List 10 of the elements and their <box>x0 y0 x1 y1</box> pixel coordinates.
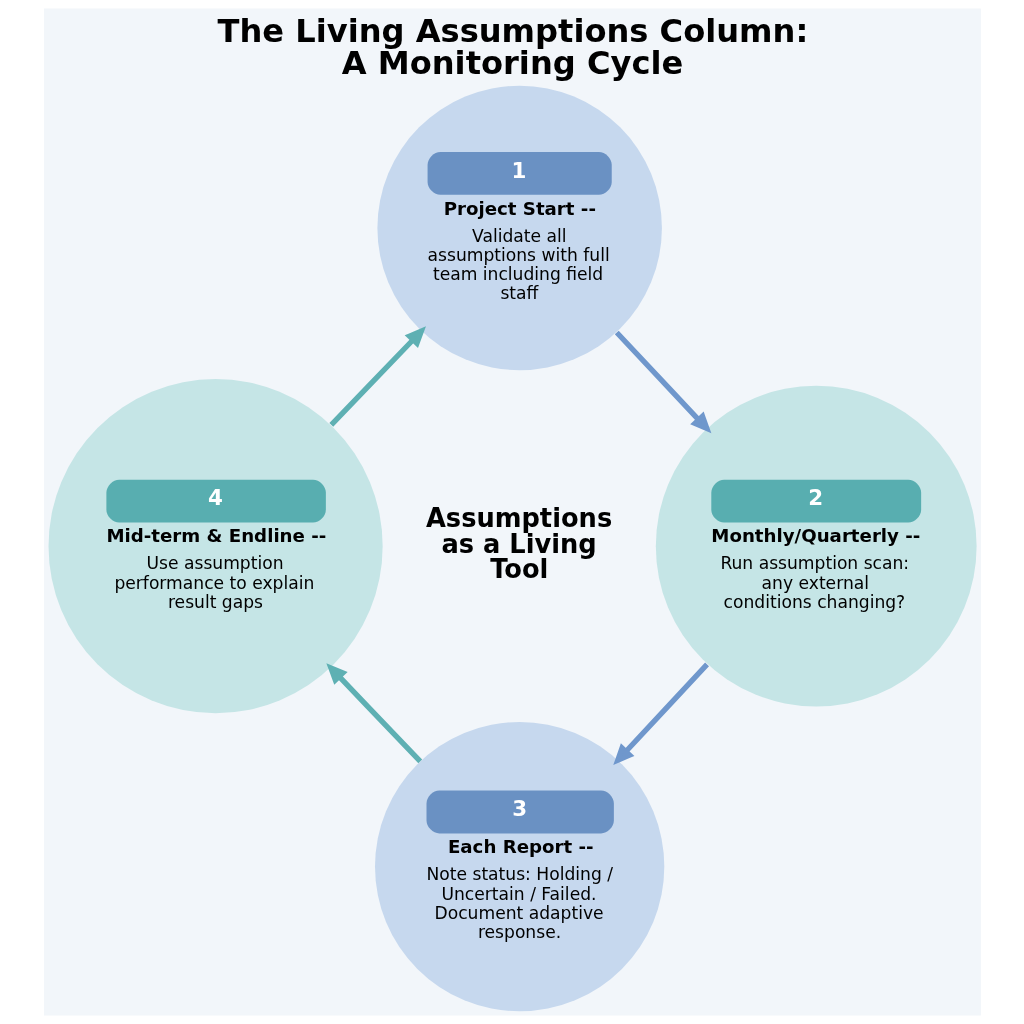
arrow <box>614 330 711 434</box>
node-circle: 2 Monthly/Quarterly -- Run assumption scan: any external conditions changing? <box>655 385 977 707</box>
arrow <box>328 326 426 427</box>
label: Assumptions as a Living Tool <box>425 503 612 585</box>
node-circle: 4 Mid-term & Endline -- Use assumption performance to explain result gaps <box>48 379 383 714</box>
diagram-title: The Living Assumptions Column: A Monitoring Cycle <box>217 11 808 82</box>
node-circle: 1 Project Start -- Validate all assumptions with full team including field staff <box>376 85 662 371</box>
node-circle: 3 Each Report -- Note status: Holding / Uncertain / Failed. Document adaptive response. <box>374 721 664 1012</box>
arrow <box>612 662 709 766</box>
arrow <box>325 663 422 764</box>
